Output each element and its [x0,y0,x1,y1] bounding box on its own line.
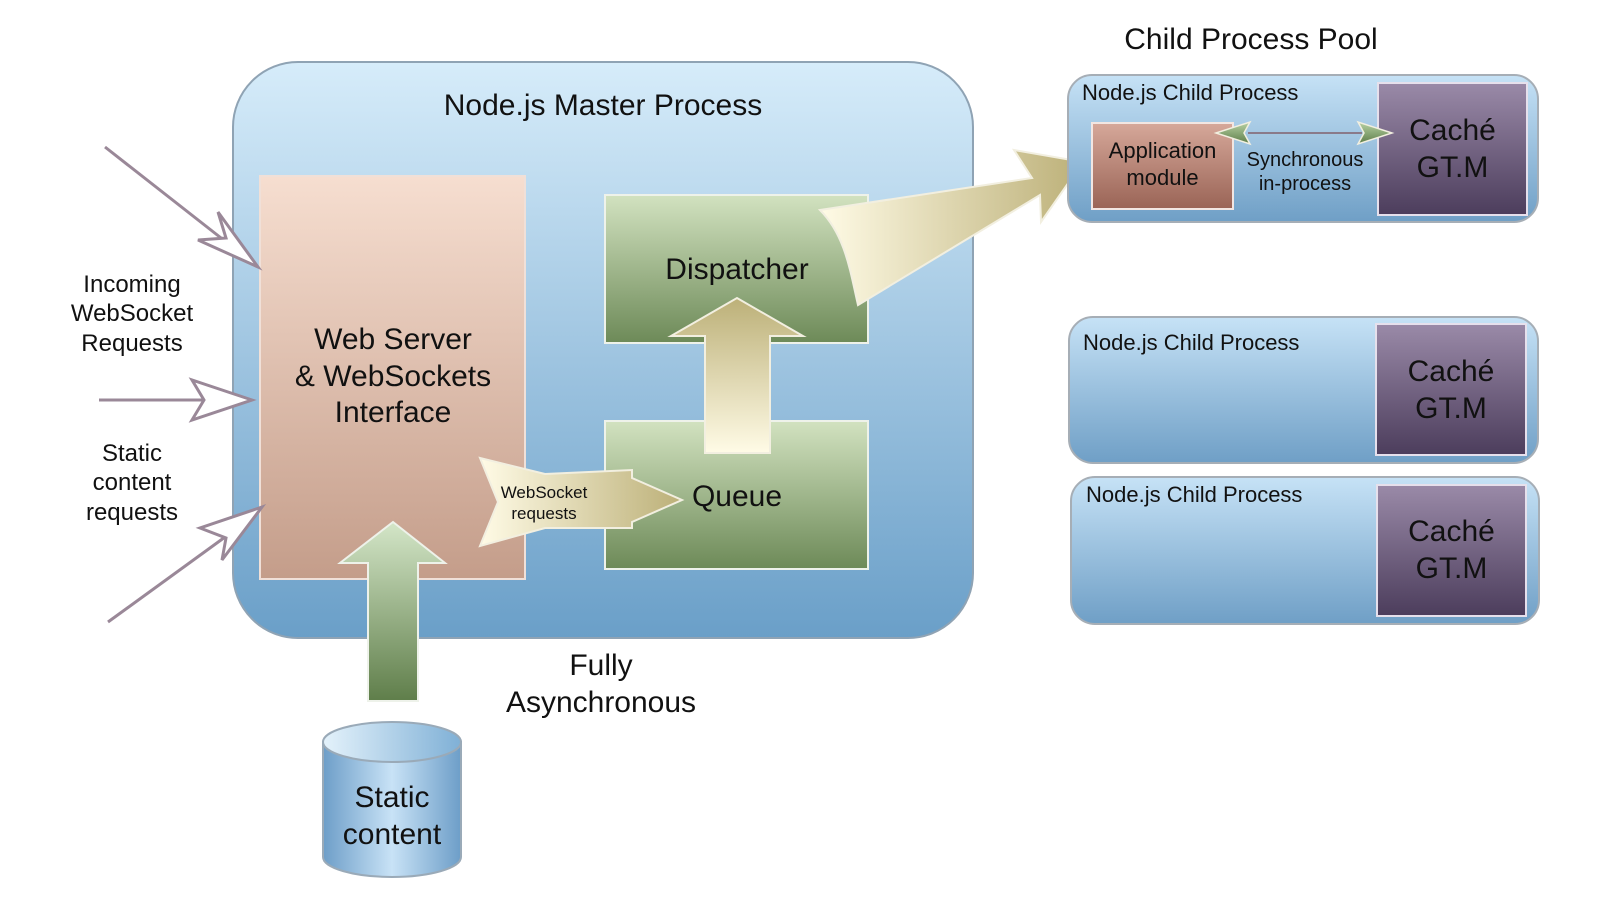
incoming-websocket-label: Incoming WebSocket Requests [70,271,194,357]
incoming-arrow-top [104,145,263,271]
static-requests-label: Static content requests [85,440,179,526]
app-module-label: Application module [1108,138,1217,190]
cache-label-1: Caché GT.M [1409,114,1496,184]
websocket-requests-arrow [478,456,685,548]
cache-label-2: Caché GT.M [1407,355,1495,425]
static-content-arrow [337,520,448,702]
cache-label-3: Caché GT.M [1408,515,1495,585]
master-process-title: Node.js Master Process [443,89,763,122]
queue-label: Queue [691,480,783,513]
incoming-arrow-bottom [107,504,267,624]
webserver-box [259,175,526,580]
fully-async-label: Fully Asynchronous [505,649,697,719]
child-process-label-3: Node.js Child Process [1086,482,1303,507]
websocket-requests-label: WebSocket requests [500,483,588,523]
incoming-arrow-middle [99,377,257,423]
cache-box-3 [1376,484,1527,617]
child-process-label-1: Node.js Child Process [1082,80,1299,105]
sync-arrow [1213,120,1395,146]
child-process-label-2: Node.js Child Process [1083,330,1300,355]
cache-box-1 [1377,82,1528,216]
webserver-label: Web Server & WebSockets Interface [294,323,492,430]
sync-label: Synchronous in-process [1246,149,1364,196]
dispatcher-label: Dispatcher [665,253,809,286]
static-content-cylinder [322,721,462,878]
queue-to-dispatcher-arrow [667,296,807,454]
static-content-label: Static content [342,781,442,851]
app-module-box [1091,122,1234,210]
cache-box-2 [1375,323,1527,456]
child-pool-title: Child Process Pool [1124,23,1378,56]
